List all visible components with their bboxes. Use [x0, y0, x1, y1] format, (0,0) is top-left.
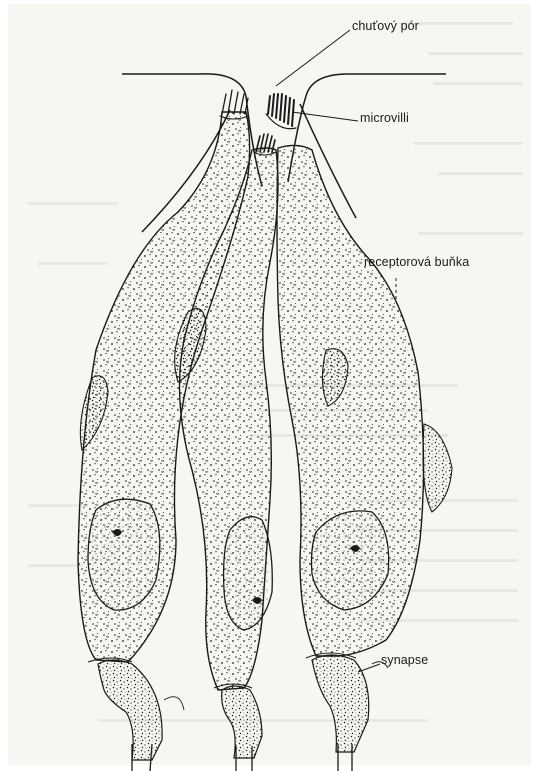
label-microvilli: microvilli — [360, 111, 409, 125]
label-receptor-cell: receptorová buňka — [364, 255, 469, 269]
label-taste-pore: chuťový pór — [352, 19, 419, 33]
label-synapse: synapse — [381, 653, 428, 667]
